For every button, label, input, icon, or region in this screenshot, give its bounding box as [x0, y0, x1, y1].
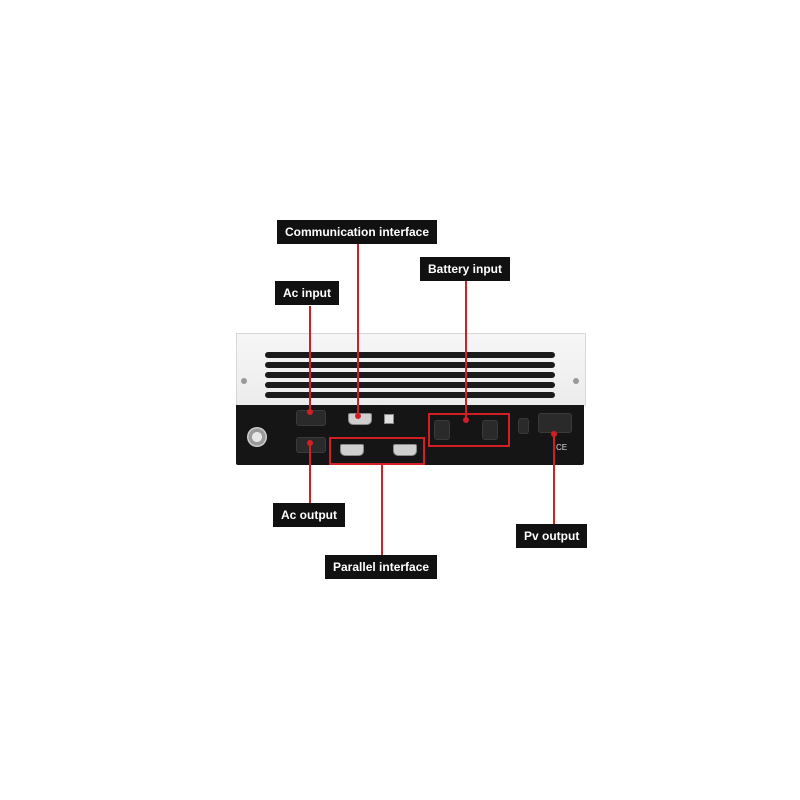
pv-port [538, 413, 572, 433]
usb-port [384, 414, 394, 424]
battery-highlight-box [428, 413, 510, 447]
vent-slot [265, 392, 555, 398]
ac-input-leader [309, 306, 311, 412]
parallel-leader [381, 465, 383, 555]
ce-mark: CE [556, 443, 568, 452]
parallel-port-a [340, 444, 364, 456]
input-breaker-knob [247, 427, 267, 447]
pv-output-leader [553, 434, 555, 524]
communication-interface-label: Communication interface [277, 220, 438, 244]
power-switch [518, 418, 529, 434]
vent-slot [265, 382, 555, 388]
vent-slot [265, 362, 555, 368]
ac-output-dot [307, 440, 313, 446]
battery-input-label: Battery input [420, 257, 511, 281]
ac-output-leader [309, 442, 311, 504]
pv-output-label: Pv output [516, 524, 588, 548]
battery-terminal-right [482, 420, 498, 440]
screw-left [241, 378, 247, 384]
vent-slot [265, 352, 555, 358]
ac-input-dot [307, 409, 313, 415]
pv-output-dot [551, 431, 557, 437]
screw-right [573, 378, 579, 384]
battery-terminal-left [434, 420, 450, 440]
communication-dot [355, 413, 361, 419]
battery-dot [463, 417, 469, 423]
ac-input-label: Ac input [275, 281, 339, 305]
vent-slot [265, 372, 555, 378]
parallel-interface-label: Parallel interface [325, 555, 438, 579]
parallel-highlight-box [329, 437, 425, 465]
ac-output-label: Ac output [273, 503, 345, 527]
battery-leader [465, 280, 467, 420]
parallel-port-b [393, 444, 417, 456]
inverter-top-cover [236, 333, 586, 406]
communication-leader [357, 242, 359, 416]
